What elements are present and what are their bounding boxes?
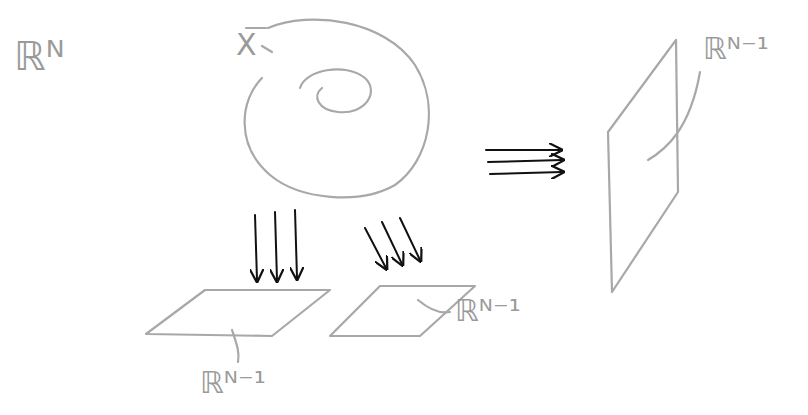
subspace-label: ℝᴺ⁻¹ [455,296,521,326]
projection-arrow [295,210,297,278]
x-bar [246,27,266,29]
leader-line [418,300,450,313]
manifold-label: X [236,30,257,60]
projection-arrow [486,149,560,151]
projection-arrow [400,218,420,260]
projection-arrow [365,228,386,268]
projection-plane [146,290,330,336]
subspace-label: ℝᴺ⁻¹ [200,368,266,398]
x-leader [262,46,272,52]
projection-arrow [382,222,402,264]
projection-arrow [275,212,277,280]
subspace-label: ℝᴺ⁻¹ [703,34,769,64]
torus-hole [300,69,371,112]
projection-arrow [255,215,257,280]
leader-line [232,330,239,362]
projection-plane [330,286,475,336]
projection-plane [608,40,678,292]
space-label: ℝᴺ [14,36,65,76]
torus-outline [245,20,429,198]
projection-arrow [488,160,562,162]
projection-arrow [490,172,562,174]
leader-line [648,72,700,160]
